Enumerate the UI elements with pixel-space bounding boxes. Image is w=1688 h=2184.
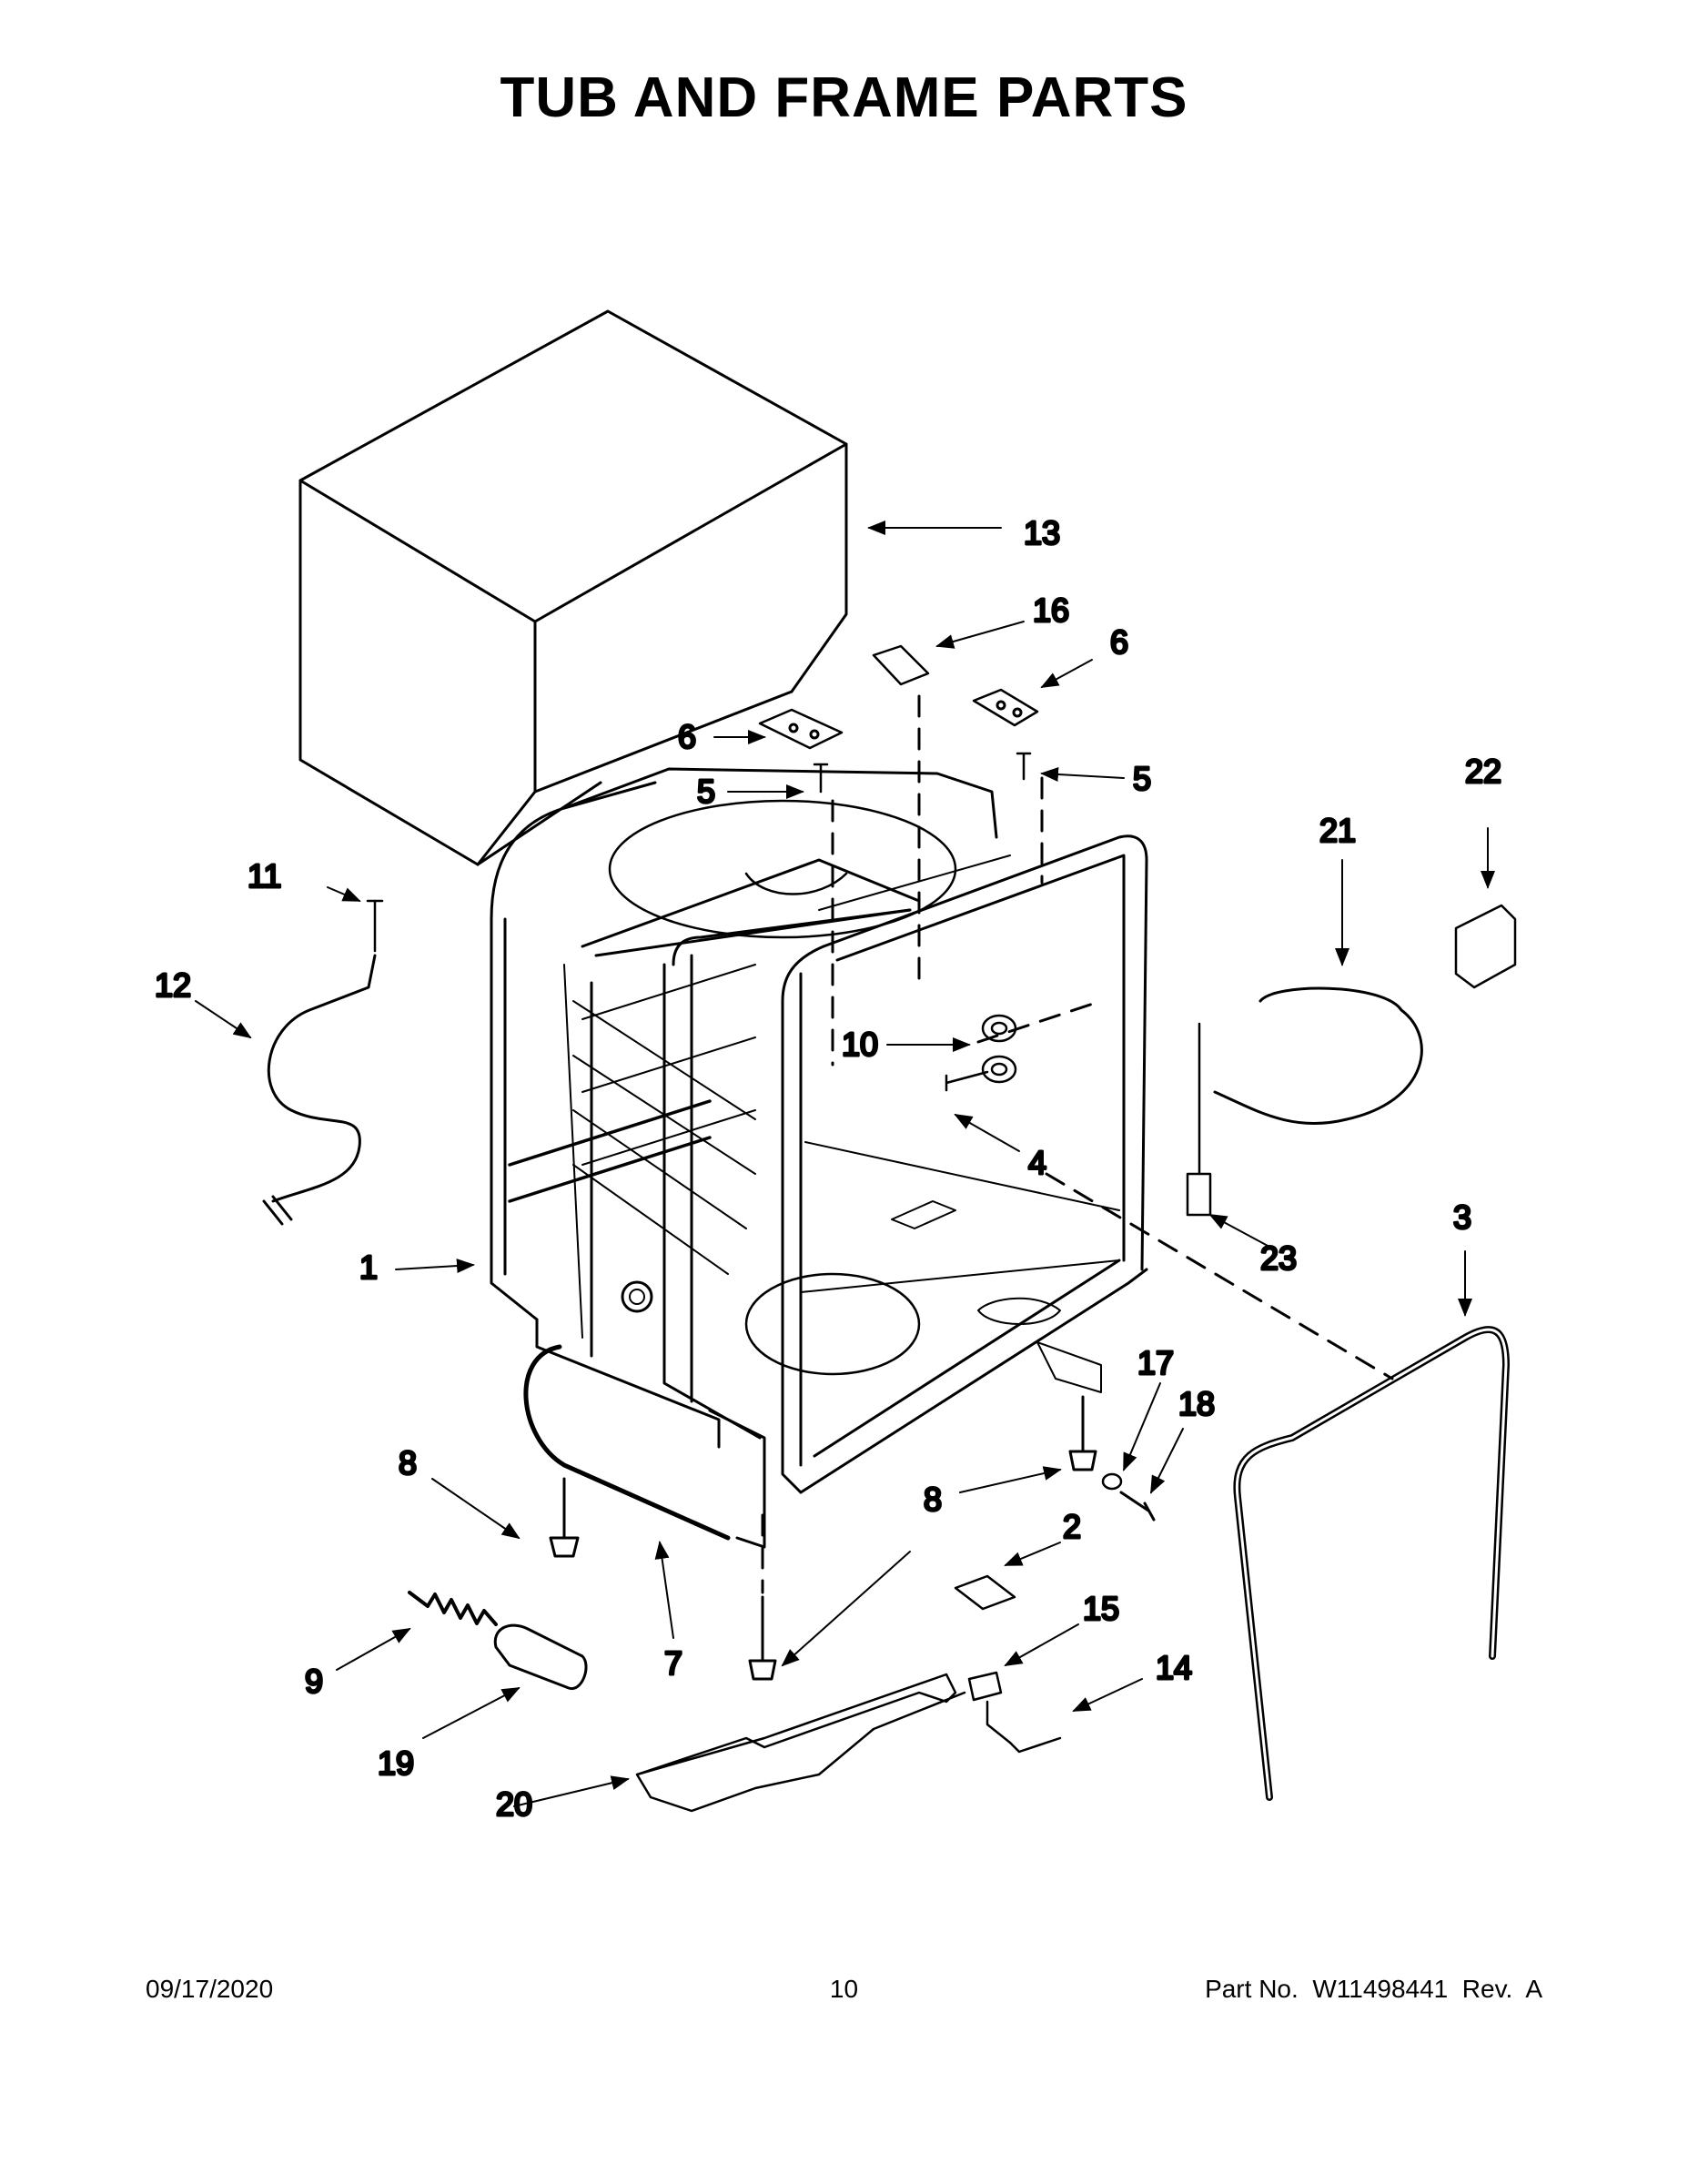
callout-20: 20 xyxy=(496,1785,532,1823)
assembly-guide-lines xyxy=(761,694,1394,1594)
callout-8-right: 8 xyxy=(924,1481,942,1518)
washer-part xyxy=(1101,1472,1123,1491)
callout-2: 2 xyxy=(1063,1508,1081,1545)
drain-hose-part xyxy=(523,1344,731,1541)
callout-1: 1 xyxy=(359,1249,378,1286)
leveling-leg-left-part xyxy=(549,1477,580,1558)
hinge-bracket-right-part xyxy=(972,688,1039,727)
screw-left-part xyxy=(813,763,829,794)
insulation-blanket-part xyxy=(298,309,848,866)
leveling-leg-center-part xyxy=(748,1595,777,1681)
clip-part xyxy=(872,644,930,686)
callout-6-left: 6 xyxy=(678,718,696,755)
power-cord-part xyxy=(267,954,377,1203)
pad-part xyxy=(493,1623,588,1690)
mounting-bracket-part xyxy=(1454,904,1517,989)
footer-page-number: 10 xyxy=(829,1975,859,2003)
callout-18: 18 xyxy=(1178,1385,1215,1422)
callout-7: 7 xyxy=(664,1644,682,1682)
screw-right-part xyxy=(1016,752,1032,781)
callout-19: 19 xyxy=(378,1744,414,1782)
thermostat-bracket-part xyxy=(986,1700,1062,1754)
spring-part xyxy=(408,1591,498,1626)
callout-23: 23 xyxy=(1260,1239,1297,1277)
callout-4: 4 xyxy=(1028,1144,1046,1181)
callout-6-right: 6 xyxy=(1110,623,1128,661)
screw-4-part xyxy=(945,1070,989,1092)
callout-12: 12 xyxy=(155,966,191,1004)
leader-lines xyxy=(195,521,1495,1807)
callout-17: 17 xyxy=(1137,1344,1174,1381)
callout-8-left: 8 xyxy=(399,1444,417,1481)
base-plate-part xyxy=(635,1673,966,1813)
callout-labels: 13 16 6 6 5 5 22 21 11 12 10 4 23 3 1 17… xyxy=(154,513,1503,1825)
footer-part-number: Part No. W11498441 Rev. A xyxy=(1205,1975,1542,2003)
callout-3: 3 xyxy=(1453,1198,1471,1236)
hinge-bracket-left-part xyxy=(758,708,844,750)
bolt-part xyxy=(1119,1491,1156,1522)
callout-22: 22 xyxy=(1465,753,1501,790)
callout-13: 13 xyxy=(1024,514,1060,551)
callout-9: 9 xyxy=(305,1663,323,1700)
leveling-leg-right-part xyxy=(1068,1395,1097,1471)
callout-14: 14 xyxy=(1156,1649,1192,1686)
door-gasket-part xyxy=(1233,1326,1510,1801)
callout-15: 15 xyxy=(1083,1590,1119,1627)
wire-harness-part xyxy=(1213,986,1423,1126)
callout-5-right: 5 xyxy=(1133,760,1151,797)
tub-part xyxy=(490,767,1148,1549)
callout-16: 16 xyxy=(1033,592,1069,629)
footer-date: 09/17/2020 xyxy=(146,1975,274,2003)
plate-2-part xyxy=(954,1574,1016,1611)
thermostat-part xyxy=(967,1671,1003,1702)
callout-21: 21 xyxy=(1319,812,1356,849)
ground-screw-part xyxy=(366,899,384,953)
sensor-part xyxy=(1186,1022,1212,1217)
page-title: TUB AND FRAME PARTS xyxy=(500,66,1188,129)
callout-10: 10 xyxy=(842,1026,878,1063)
callout-11: 11 xyxy=(248,857,281,895)
callout-5-left: 5 xyxy=(697,773,715,810)
